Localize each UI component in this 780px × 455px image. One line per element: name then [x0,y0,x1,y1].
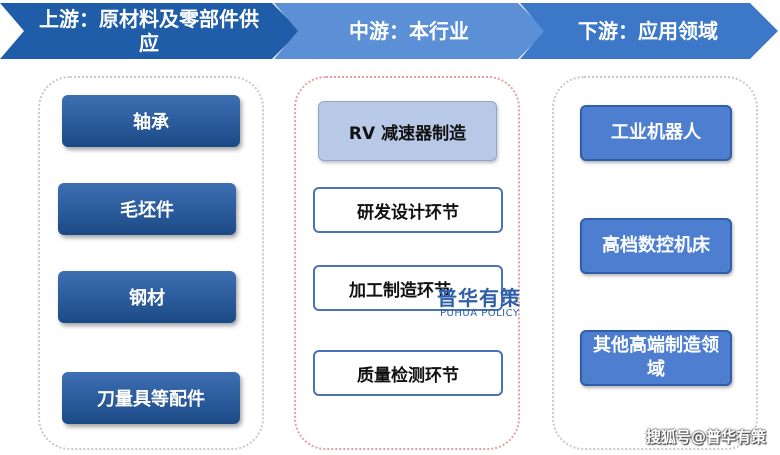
upstream-item-blank: 毛坯件 [58,183,236,235]
stage-upstream-label: 上游：原材料及零部件供应 [39,7,259,55]
downstream-item-cnc: 高档数控机床 [580,218,732,274]
watermark-logo-text: 普华有策 [437,286,521,310]
midstream-step-rnd: 研发设计环节 [313,187,503,233]
downstream-item-robots: 工业机器人 [580,105,732,161]
downstream-item-other: 其他高端制造领域 [580,330,732,386]
midstream-panel [294,76,520,450]
stage-midstream-header: 中游：本行业 [274,3,546,59]
upstream-item-tooling: 刀量具等配件 [62,372,240,424]
watermark-logo-subtext: PUHUA POLICY [440,308,520,319]
upstream-item-bearing: 轴承 [62,95,240,147]
midstream-step-manufacturing: 加工制造环节 [313,265,503,311]
stage-midstream-label: 中游：本行业 [349,19,469,43]
downstream-panel [552,76,758,450]
downstream-item-other-label: 其他高端制造领域 [593,335,719,380]
chevron-shape [520,3,778,59]
stage-upstream-header: 上游：原材料及零部件供应 [0,3,300,59]
chevron-shape [0,3,300,59]
midstream-title-box: RV 减速器制造 [318,101,497,161]
chevron-shape [274,3,546,59]
source-credit: 搜狐号@普华有策 [645,428,766,446]
stage-downstream-header: 下游：应用领域 [520,3,778,59]
stage-downstream-label: 下游：应用领域 [578,19,718,43]
upstream-panel [38,76,264,450]
upstream-item-steel: 钢材 [58,271,236,323]
midstream-step-quality: 质量检测环节 [313,350,503,396]
